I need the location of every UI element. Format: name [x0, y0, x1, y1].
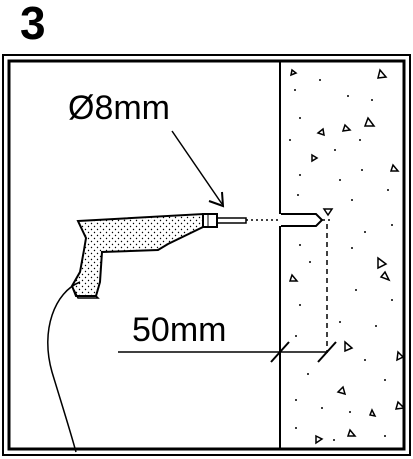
depth-dimension [118, 219, 337, 363]
power-cord [47, 281, 81, 453]
outer-frame [2, 54, 411, 456]
concrete-wall [279, 62, 406, 448]
drill-chuck [202, 213, 218, 228]
drill-bit [216, 217, 247, 224]
drill-diameter-label: Ø8mm [68, 89, 170, 127]
drill-grip-line [73, 289, 100, 299]
hole-depth-label: 50mm [132, 311, 227, 349]
diameter-leader-arrow [171, 130, 225, 208]
drill-body [70, 212, 204, 297]
drill-hole [279, 213, 324, 227]
inner-frame [7, 59, 406, 451]
concrete-specks [289, 79, 393, 441]
concrete-aggregate [288, 68, 406, 445]
step-number: 3 [20, 0, 46, 49]
